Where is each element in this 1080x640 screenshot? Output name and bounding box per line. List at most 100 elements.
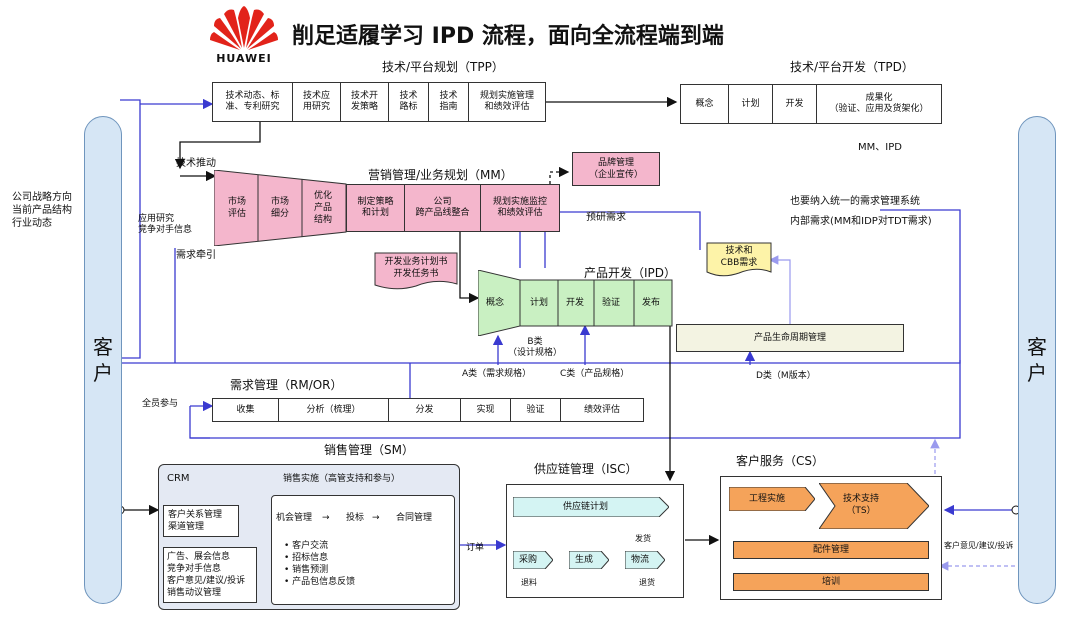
parts-management-box: 配件管理 xyxy=(733,541,929,559)
rm-step: 验证 xyxy=(511,399,561,421)
flow-arrow: → xyxy=(322,513,330,523)
tpp-step: 技术 路标 xyxy=(389,83,429,121)
tpd-step: 概念 xyxy=(681,85,729,123)
sm-title: 销售管理（SM） xyxy=(324,443,414,457)
demand-pull-label: 需求牵引 xyxy=(176,250,216,261)
return-goods-label: 退货 xyxy=(639,578,655,587)
b-class-label: B类 （设计规格） xyxy=(508,337,563,358)
arrow-shape-icon xyxy=(728,486,816,512)
flow-bidding: 投标 xyxy=(346,513,365,523)
bullet-text: 产品包信息反馈 xyxy=(292,577,356,587)
huawei-flower-icon xyxy=(210,6,278,50)
unified-label: 也要纳入统一的需求管理系统 xyxy=(790,196,920,207)
sm-container: CRM 销售实施（高管支持和参与） 客户关系管理 渠道管理 广告、展会信息 竞争… xyxy=(158,464,460,610)
tech-support-arrow: 技术支持 （TS） xyxy=(818,482,930,530)
purchase-label: 采购 xyxy=(519,555,538,565)
bullet-1: • 客户交流 xyxy=(284,541,329,551)
tpp-step: 规划实施管理 和绩效评估 xyxy=(479,91,534,112)
ipd-funnel xyxy=(478,270,673,336)
mm-step: 规划实施监控 和绩效评估 xyxy=(492,197,547,218)
tech-push-label: 技术推动 xyxy=(176,158,216,169)
mm-funnel-step: 市场 评估 xyxy=(227,197,246,219)
tpd-step: 开发 xyxy=(773,85,817,123)
c-class-label: C类（产品规格） xyxy=(560,369,630,379)
strategy-note-1: 公司战略方向 xyxy=(12,192,72,203)
market-info-label: 广告、展会信息 竞争对手信息 客户意见/建议/投诉 销售动议管理 xyxy=(167,552,246,598)
plm-label: 产品生命周期管理 xyxy=(753,333,826,343)
tpp-title: 技术/平台规划（TPP） xyxy=(382,60,504,74)
mm-funnel xyxy=(214,170,347,246)
training-box: 培训 xyxy=(733,573,929,591)
cs-container: 工程实施 技术支持 （TS） 配件管理 培训 xyxy=(720,476,942,600)
bullet-text: 招标信息 xyxy=(292,553,329,563)
ipd-step: 验证 xyxy=(602,298,621,308)
parts-management-label: 配件管理 xyxy=(812,545,849,555)
predev-label: 预研需求 xyxy=(586,212,626,223)
d-class-label: D类（M版本） xyxy=(756,371,816,381)
produce-arrow: 生成 xyxy=(568,550,610,570)
flow-arrow: → xyxy=(372,513,380,523)
ipd-step: 发布 xyxy=(642,298,661,308)
tpd-step: 成果化 （验证、应用及货架化） xyxy=(829,93,929,114)
document-icon xyxy=(374,252,458,290)
dev-plan-label: 开发业务计划书 开发任务书 xyxy=(384,257,448,279)
order-label: 订单 xyxy=(466,543,485,553)
plm-bar: 产品生命周期管理 xyxy=(676,324,904,352)
cs-title: 客户服务（CS） xyxy=(736,454,824,468)
engineering-label: 工程实施 xyxy=(749,494,786,504)
arrow-shape-icon xyxy=(512,496,670,518)
sales-impl-box: 机会管理 → 投标 → 合同管理 • 客户交流 • 招标信息 • 销售预测 • … xyxy=(271,495,455,605)
bullet-text: 销售预测 xyxy=(292,565,329,575)
customer-right-label: 客 户 xyxy=(1027,335,1047,385)
tpp-step: 技术动态、标 准、专利研究 xyxy=(213,83,293,121)
supply-plan-label: 供应链计划 xyxy=(563,502,609,512)
mm-step: 公司 跨产品线整合 xyxy=(405,185,481,231)
strategy-note-2: 当前产品结构 xyxy=(12,205,72,216)
purchase-arrow: 采购 xyxy=(512,550,554,570)
rm-step: 绩效评估 xyxy=(583,404,620,415)
rm-step: 分发 xyxy=(389,399,461,421)
page-title: 削足适履学习 IPD 流程，面向全流程端到端 xyxy=(292,24,724,49)
mm-funnel-step: 市场 细分 xyxy=(270,197,289,219)
isc-container: 供应链计划 采购 生成 物流 发货 退料 退货 xyxy=(506,484,684,598)
mm-process-bar: 制定策略 和计划 公司 跨产品线整合 规划实施监控 和绩效评估 xyxy=(346,184,560,232)
tpd-process-bar: 概念 计划 开发 成果化 （验证、应用及货架化） xyxy=(680,84,942,124)
ipd-step: 计划 xyxy=(530,298,549,308)
customer-left-label: 客 户 xyxy=(93,335,113,385)
tpp-process-bar: 技术动态、标 准、专利研究 技术应 用研究 技术开 发策略 技术 路标 技术 指… xyxy=(212,82,546,122)
logo-text: HUAWEI xyxy=(216,52,272,65)
mm-funnel-step: 优化 产品 结构 xyxy=(313,191,332,225)
arrow-shape-icon xyxy=(568,550,610,570)
tpd-step: 计划 xyxy=(729,85,773,123)
ipd-title: 产品开发（IPD） xyxy=(584,266,677,280)
customer-right-pill: 客 户 xyxy=(1018,116,1056,604)
rm-step: 收集 xyxy=(213,399,279,421)
customer-left-pill: 客 户 xyxy=(84,116,122,604)
a-class-label: A类（需求规格） xyxy=(462,369,532,379)
cbb-demand-label: 技术和 CBB需求 xyxy=(720,246,758,268)
document-icon xyxy=(706,242,772,277)
all-staff-label: 全员参与 xyxy=(142,399,179,409)
bullet-2: • 招标信息 xyxy=(284,553,329,563)
flow-opportunity: 机会管理 xyxy=(276,513,313,523)
tpp-step: 技术 指南 xyxy=(429,83,469,121)
arrow-shape-icon xyxy=(624,550,666,570)
sales-impl-title: 销售实施（高管支持和参与） xyxy=(283,474,401,484)
bullet-4: • 产品包信息反馈 xyxy=(284,577,356,587)
dev-plan-document: 开发业务计划书 开发任务书 xyxy=(374,252,458,292)
rm-step: 实现 xyxy=(461,399,511,421)
ipd-step: 开发 xyxy=(566,298,585,308)
flow-contract: 合同管理 xyxy=(396,513,433,523)
customer-feedback-label: 客户意见/建议/投诉 xyxy=(944,541,1014,550)
bullet-text: 客户交流 xyxy=(292,541,329,551)
ship-label: 发货 xyxy=(635,534,651,543)
crm-box: 客户关系管理 渠道管理 xyxy=(163,505,239,537)
engineering-arrow: 工程实施 xyxy=(728,486,816,512)
brand-management-box: 品牌管理 （企业宣传） xyxy=(572,152,660,186)
isc-title: 供应链管理（ISC） xyxy=(534,462,638,476)
crm-box-label: 客户关系管理 渠道管理 xyxy=(168,510,223,532)
tpd-title: 技术/平台开发（TPD） xyxy=(790,60,914,74)
mm-step: 制定策略 和计划 xyxy=(347,185,405,231)
internal-demand-label: 内部需求(MM和IDP对TDT需求) xyxy=(790,216,932,227)
